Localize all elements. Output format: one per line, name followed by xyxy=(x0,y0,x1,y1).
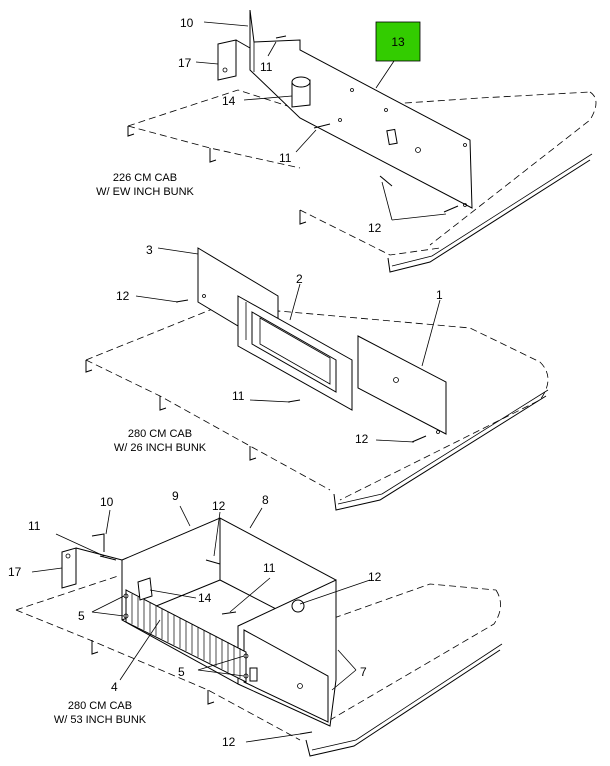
grille-hatching xyxy=(131,594,241,678)
callout-10: 10 xyxy=(180,16,194,30)
callout-2: 2 xyxy=(296,272,303,286)
caption-line-2: W/ 26 INCH BUNK xyxy=(114,442,207,454)
callout-5: 5 xyxy=(78,609,85,623)
assembly-280cm-26-bunk: 3 2 1 12 11 12 280 CM CAB W/ 26 INCH BUN… xyxy=(85,243,549,511)
callout-11: 11 xyxy=(263,561,276,575)
callout-17: 17 xyxy=(8,565,22,579)
callout-7: 7 xyxy=(360,665,367,679)
callout-11: 11 xyxy=(232,389,245,403)
callout-9: 9 xyxy=(172,489,179,503)
callout-10: 10 xyxy=(100,495,114,509)
assembly-280cm-53-bunk: 10 9 12 8 11 17 14 11 12 5 4 5 7 12 280 … xyxy=(8,489,503,757)
callout-17: 17 xyxy=(178,56,192,70)
callout-11: 11 xyxy=(28,519,41,533)
callout-1: 1 xyxy=(436,288,443,302)
highlight-label: 13 xyxy=(391,35,405,49)
caption-line-2: W/ 53 INCH BUNK xyxy=(54,714,147,726)
callout-14: 14 xyxy=(222,94,236,108)
caption-line-1: 280 CM CAB xyxy=(68,700,132,712)
assembly-226cm-ew-bunk: 13 10 17 11 14 11 12 226 CM CAB W/ EW IN… xyxy=(96,9,597,273)
callout-5: 5 xyxy=(178,665,185,679)
caption-line-1: 280 CM CAB xyxy=(128,428,192,440)
caption-line-1: 226 CM CAB xyxy=(113,172,177,184)
callout-12: 12 xyxy=(212,499,226,513)
callout-12: 12 xyxy=(368,570,382,584)
callout-11: 11 xyxy=(279,151,292,165)
callout-12: 12 xyxy=(222,735,236,749)
callout-12: 12 xyxy=(355,432,369,446)
callout-11: 11 xyxy=(260,60,273,74)
highlight-part-13[interactable] xyxy=(375,21,421,62)
callout-8: 8 xyxy=(262,493,269,507)
callout-12: 12 xyxy=(368,221,382,235)
caption-line-2: W/ EW INCH BUNK xyxy=(96,186,194,198)
callout-14: 14 xyxy=(198,591,212,605)
callout-3: 3 xyxy=(146,243,153,257)
callout-4: 4 xyxy=(111,680,118,694)
callout-12: 12 xyxy=(116,289,130,303)
